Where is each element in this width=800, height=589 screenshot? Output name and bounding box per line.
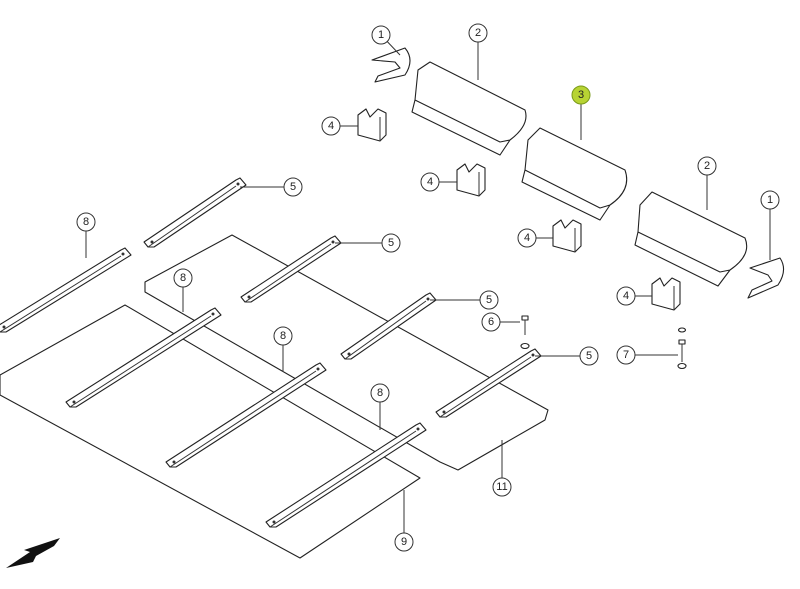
callout-circle: [321, 116, 341, 136]
shield-2-right[interactable]: [634, 191, 748, 287]
callout-circle: [173, 268, 193, 288]
callout-8[interactable]: 8: [273, 326, 293, 372]
callout-label: 4: [623, 290, 629, 302]
callout-circle: [616, 286, 636, 306]
callout-5[interactable]: 5: [240, 177, 303, 197]
callout-circle: [697, 156, 717, 176]
callout-4[interactable]: 4: [321, 116, 358, 136]
callout-5[interactable]: 5: [335, 233, 401, 253]
callout-5[interactable]: 5: [430, 290, 499, 310]
callout-2[interactable]: 2: [468, 23, 488, 80]
callout-label: 3: [578, 89, 584, 101]
callout-circle: [76, 212, 96, 232]
callout-3[interactable]: 3: [571, 85, 591, 140]
bar-8[interactable]: [0, 247, 132, 333]
bar-5[interactable]: [240, 235, 342, 303]
callout-label: 4: [524, 232, 530, 244]
bar-5[interactable]: [143, 177, 247, 248]
support-bracket-4[interactable]: [456, 163, 486, 197]
callout-circle: [492, 477, 512, 497]
arrow-down-left-icon: [6, 538, 60, 568]
callout-8[interactable]: 8: [173, 268, 193, 312]
callout-8[interactable]: 8: [370, 383, 390, 430]
callout-circle: [394, 532, 414, 552]
callout-circle: [479, 290, 499, 310]
callout-label: 5: [486, 294, 492, 306]
callout-label: 5: [388, 237, 394, 249]
bracket-1-right[interactable]: [747, 257, 785, 299]
support-bracket-4[interactable]: [552, 219, 582, 253]
callout-circle: [283, 177, 303, 197]
callout-label: 11: [496, 481, 507, 493]
callout-circle: [517, 228, 537, 248]
callout-7[interactable]: 7: [616, 345, 678, 365]
callout-4[interactable]: 4: [616, 286, 652, 306]
callout-4[interactable]: 4: [420, 172, 457, 192]
callout-2[interactable]: 2: [697, 156, 717, 210]
shield-2-left[interactable]: [411, 61, 527, 156]
callout-label: 5: [586, 350, 592, 362]
callout-1[interactable]: 1: [760, 190, 780, 260]
callout-circle: [420, 172, 440, 192]
callout-circle: [760, 190, 780, 210]
support-bracket-4[interactable]: [651, 277, 681, 311]
callout-circle: [481, 312, 501, 332]
callout-label: 1: [378, 29, 384, 41]
bracket-1-left[interactable]: [371, 47, 411, 83]
support-bracket-4[interactable]: [357, 108, 387, 142]
bar-5[interactable]: [340, 292, 437, 360]
callout-9[interactable]: 9: [394, 490, 414, 552]
callout-label: 2: [704, 160, 710, 172]
callout-label: 9: [401, 536, 407, 548]
callout-label: 8: [377, 387, 383, 399]
callout-label: 8: [180, 272, 186, 284]
callout-label: 8: [280, 330, 286, 342]
shield-3[interactable]: [521, 127, 628, 221]
bolt-7[interactable]: [677, 327, 687, 370]
leader-line: [386, 41, 401, 56]
callout-label: 1: [767, 194, 773, 206]
callout-circle: [371, 25, 391, 45]
bar-8[interactable]: [265, 422, 427, 528]
callout-label: 6: [488, 316, 494, 328]
callout-label: 4: [328, 120, 334, 132]
callout-1[interactable]: 1: [371, 25, 401, 56]
bar-8[interactable]: [165, 362, 327, 468]
callout-label: 7: [623, 349, 629, 361]
callout-5[interactable]: 5: [535, 346, 599, 366]
callout-8[interactable]: 8: [76, 212, 96, 258]
callout-circle: [468, 23, 488, 43]
bar-8[interactable]: [65, 307, 222, 408]
callout-6[interactable]: 6: [481, 312, 520, 332]
callout-4[interactable]: 4: [517, 228, 553, 248]
bolt-6[interactable]: [520, 315, 530, 350]
callout-circle: [273, 326, 293, 346]
callout-circle: [616, 345, 636, 365]
callout-label: 5: [290, 181, 296, 193]
callout-label: 2: [475, 27, 481, 39]
callout-circle: [571, 85, 591, 105]
callout-circle: [370, 383, 390, 403]
callout-label: 4: [427, 176, 433, 188]
callout-label: 8: [83, 216, 89, 228]
callout-11[interactable]: 11: [492, 440, 512, 497]
callout-circle: [579, 346, 599, 366]
callout-circle: [381, 233, 401, 253]
